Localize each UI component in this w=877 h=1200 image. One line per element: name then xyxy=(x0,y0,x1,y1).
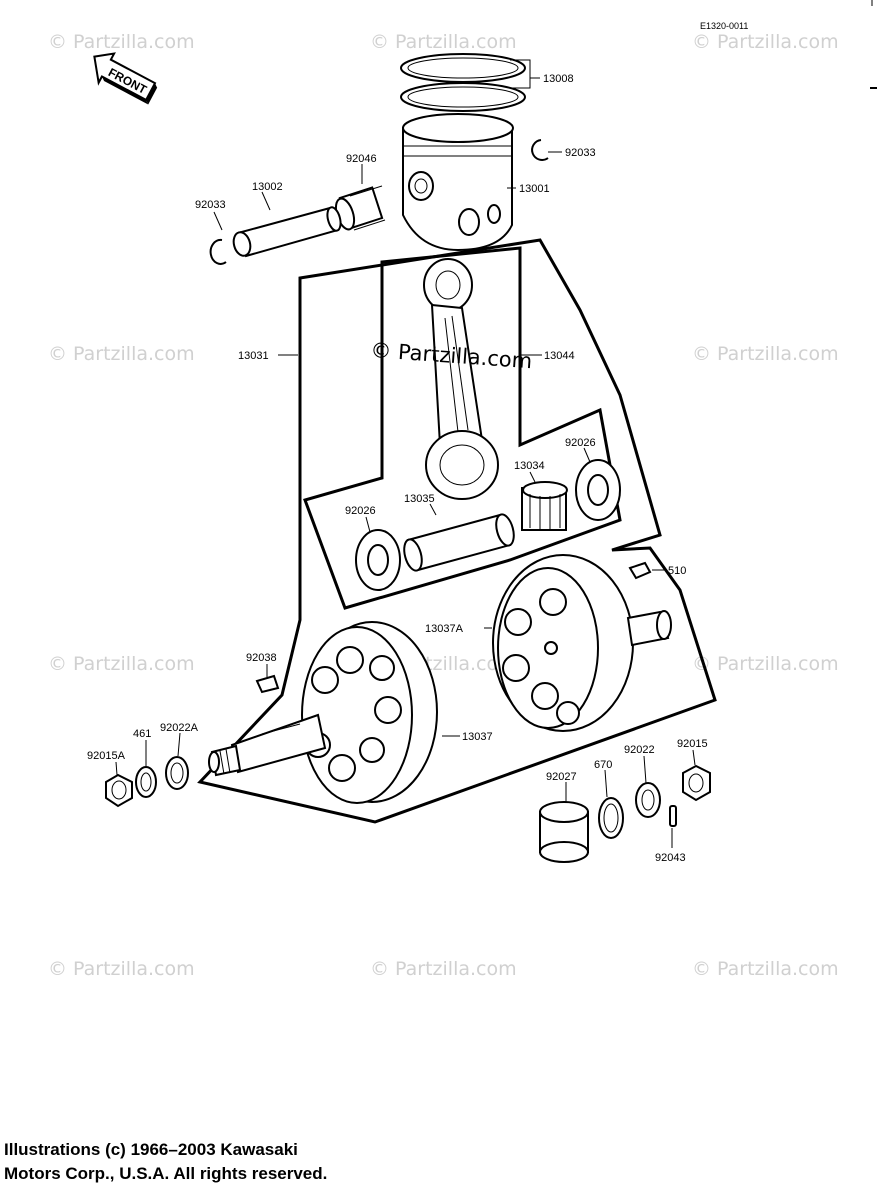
connecting-rod-group-outline xyxy=(303,246,622,610)
callout-13008: 13008 xyxy=(543,73,574,85)
callout-510: 510 xyxy=(668,565,686,577)
watermark: © Partzilla.com xyxy=(692,31,839,53)
piston-rings xyxy=(400,53,526,112)
callout-13037a: 13037A xyxy=(425,623,464,635)
callout-92015a: 92015A xyxy=(87,750,126,762)
pin-92043 xyxy=(669,805,677,827)
callout-13037: 13037 xyxy=(462,731,493,743)
watermark: © Partzilla.com xyxy=(692,653,839,675)
washer-92022a xyxy=(165,756,189,790)
watermark: © Partzilla.com xyxy=(48,343,195,365)
callout-461: 461 xyxy=(133,728,151,740)
washer-461 xyxy=(135,766,157,798)
callout-92033: 92033 xyxy=(565,147,596,159)
ring-670 xyxy=(598,797,624,839)
thrust-washer-right xyxy=(575,459,621,521)
callout-92026: 92026 xyxy=(565,437,596,449)
circlip-left xyxy=(209,238,227,265)
piston xyxy=(402,113,514,252)
watermark: © Partzilla.com xyxy=(692,958,839,980)
callout-13035: 13035 xyxy=(404,493,435,505)
callout-670: 670 xyxy=(594,759,612,771)
sleeve-92027 xyxy=(539,801,589,863)
callout-92027: 92027 xyxy=(546,771,577,783)
leader-lines xyxy=(115,59,696,848)
woodruff-key-510 xyxy=(628,561,652,580)
callout-92015: 92015 xyxy=(677,738,708,750)
callout-92033: 92033 xyxy=(195,199,226,211)
callout-13002: 13002 xyxy=(252,181,283,193)
nut-left xyxy=(105,773,133,808)
callout-92026: 92026 xyxy=(345,505,376,517)
callout-13034: 13034 xyxy=(514,460,545,472)
woodruff-key-92038 xyxy=(255,674,280,694)
crankpin xyxy=(403,513,515,572)
watermark: © Partzilla.com xyxy=(48,653,195,675)
big-end-needle-bearing xyxy=(521,481,568,531)
right-crank-half xyxy=(492,554,672,732)
callout-92022a: 92022A xyxy=(160,722,199,734)
reference-code: E1320-0011 xyxy=(700,21,748,31)
thrust-washer-left xyxy=(355,529,401,591)
watermark: © Partzilla.com xyxy=(370,31,517,53)
washer-92022 xyxy=(635,782,661,818)
watermark: © Partzilla.com xyxy=(370,958,517,980)
copyright-notice: Illustrations (c) 1966–2003 Kawasaki Mot… xyxy=(4,1138,327,1186)
callout-92038: 92038 xyxy=(246,652,277,664)
copyright-line-2: Motors Corp., U.S.A. All rights reserved… xyxy=(4,1164,328,1183)
nut-right xyxy=(682,764,711,802)
left-crank-half xyxy=(208,621,438,804)
watermark: © Partzilla.com xyxy=(48,958,195,980)
callout-13001: 13001 xyxy=(519,183,550,195)
callout-92043: 92043 xyxy=(655,852,686,864)
circlip-right xyxy=(531,139,549,161)
watermark: © Partzilla.com xyxy=(692,343,839,365)
callout-92046: 92046 xyxy=(346,153,377,165)
callout-92022: 92022 xyxy=(624,744,655,756)
piston-pin xyxy=(232,206,342,258)
crankshaft-assembly-outline xyxy=(197,238,717,824)
connecting-rod xyxy=(423,258,499,500)
watermark: © Partzilla.com xyxy=(48,31,195,53)
callout-13031: 13031 xyxy=(238,350,269,362)
callout-13044: 13044 xyxy=(544,350,575,362)
copyright-line-1: Illustrations (c) 1966–2003 Kawasaki xyxy=(4,1140,298,1159)
front-arrow-icon: FRONT xyxy=(93,52,158,105)
